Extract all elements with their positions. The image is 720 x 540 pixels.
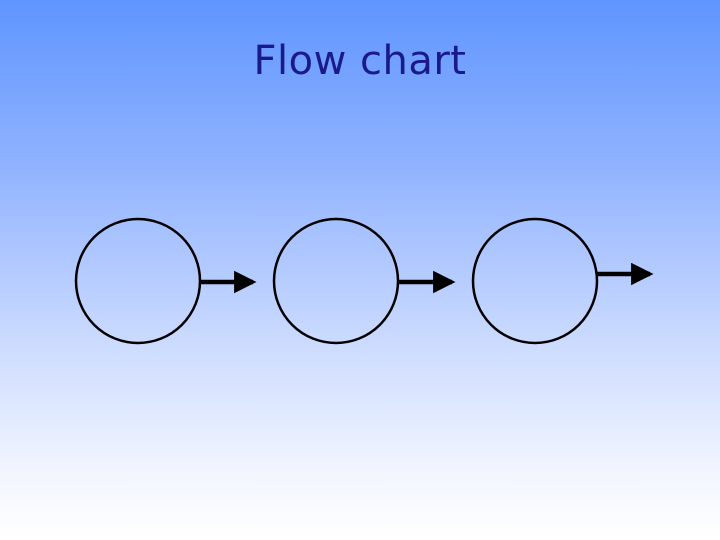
flow-node-1	[74, 217, 202, 345]
slide-title: Flow chart	[253, 38, 467, 84]
flow-node-2	[272, 217, 400, 345]
flow-node-3	[471, 217, 599, 345]
